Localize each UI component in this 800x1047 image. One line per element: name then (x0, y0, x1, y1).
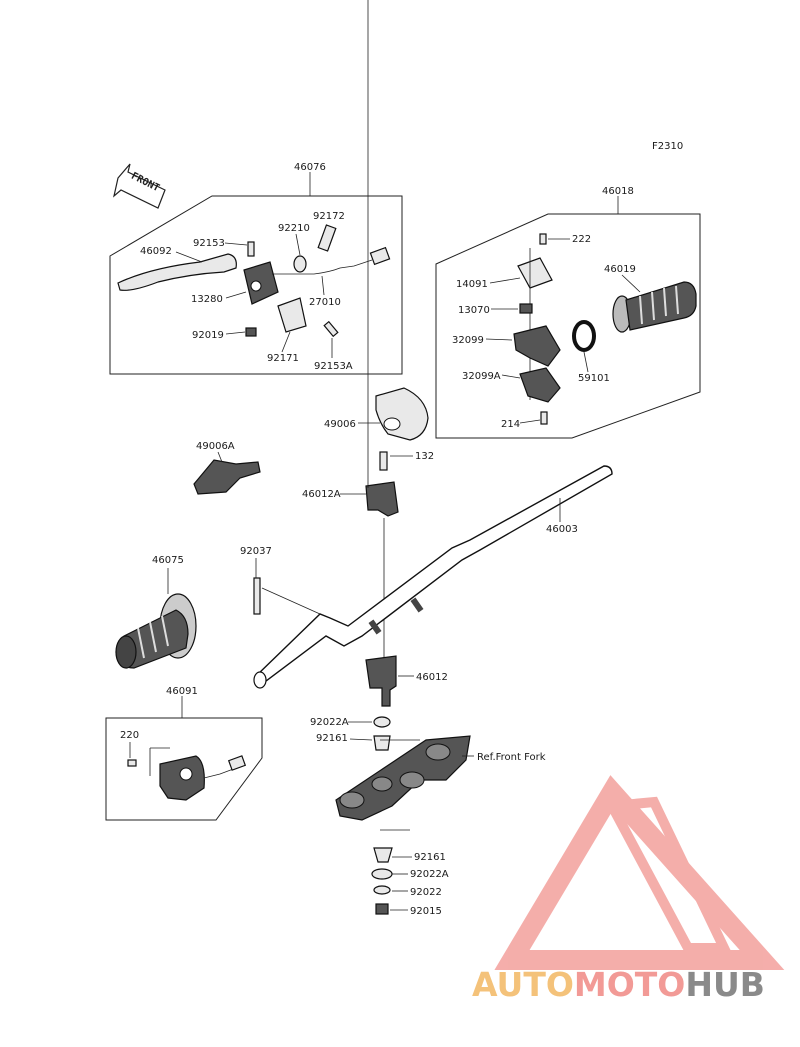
adjuster-92172 (317, 224, 337, 252)
wire-27010 (272, 259, 373, 275)
screw-222 (539, 233, 547, 245)
label-92172: 92172 (313, 211, 345, 222)
label-46075: 46075 (152, 555, 184, 566)
watermark-moto: MOTO (574, 965, 685, 1004)
bolt-92153 (247, 241, 255, 257)
label-46019: 46019 (604, 264, 636, 275)
label-27010: 27010 (309, 297, 341, 308)
throttle-assembly: 46018 222 14091 13070 32099 32099A 214 (435, 186, 701, 439)
washer-92022A-bottom (371, 868, 393, 880)
housing-32099A (519, 367, 561, 403)
left-grip-46075 (115, 593, 197, 669)
housing-32099 (513, 325, 561, 367)
label-14091: 14091 (456, 279, 488, 290)
label-92022A-top: 92022A (310, 717, 349, 728)
handlebar-46003 (253, 465, 613, 689)
clamp-92171 (277, 297, 307, 333)
triple-clamp (335, 735, 471, 831)
label-46091: 46091 (166, 686, 198, 697)
label-92161-bottom: 92161 (414, 852, 446, 863)
washer-92022A-top (373, 716, 391, 728)
label-92171: 92171 (267, 353, 299, 364)
switch-assembly-46091: 46091 220 (105, 686, 263, 821)
label-ref-front-fork: Ref.Front Fork (477, 752, 546, 763)
clamp-59101 (572, 320, 596, 352)
label-46012: 46012 (416, 672, 448, 683)
label-92019: 92019 (192, 330, 224, 341)
label-92210: 92210 (278, 223, 310, 234)
lower-clamp-46012 (365, 655, 397, 707)
label-92153A: 92153A (314, 361, 353, 372)
guard-49006A (193, 459, 261, 495)
cover-14091 (517, 257, 553, 289)
label-59101: 59101 (578, 373, 610, 384)
label-13280: 13280 (191, 294, 223, 305)
label-92015: 92015 (410, 906, 442, 917)
damper-92161-bottom (373, 847, 393, 863)
nut-92019 (245, 327, 257, 337)
washer-92210 (293, 255, 307, 273)
screw-220 (127, 759, 137, 767)
label-49006A: 49006A (196, 441, 235, 452)
lever-holder-13280 (243, 261, 279, 305)
watermark-hub: HUB (685, 965, 765, 1004)
front-arrow-icon: FRONT (113, 163, 166, 209)
watermark-auto: AUTO (472, 965, 574, 1004)
watermark-logo-icon (494, 775, 785, 970)
clip-92037 (253, 577, 261, 615)
bolt-132 (379, 451, 388, 471)
label-46018: 46018 (602, 186, 634, 197)
throttle-grip-46019 (612, 281, 697, 333)
clutch-lever (117, 253, 237, 291)
label-46003: 46003 (546, 524, 578, 535)
label-92022A-bottom: 92022A (410, 869, 449, 880)
guard-49006 (375, 387, 429, 441)
label-32099A: 32099A (462, 371, 501, 382)
label-46092: 46092 (140, 246, 172, 257)
label-49006: 49006 (324, 419, 356, 430)
label-32099: 32099 (452, 335, 484, 346)
label-46012A: 46012A (302, 489, 341, 500)
nut-13070 (519, 303, 533, 314)
nut-92015 (375, 903, 389, 915)
clutch-lever-assembly: 46076 46092 92153 92210 92172 13280 2701… (109, 162, 403, 375)
bolt-92153A (323, 320, 339, 338)
damper-92161-top (373, 735, 391, 751)
label-46076: 46076 (294, 162, 326, 173)
label-220: 220 (120, 730, 139, 741)
label-92022: 92022 (410, 887, 442, 898)
watermark-text: AUTOMOTOHUB (472, 965, 765, 1004)
label-222: 222 (572, 234, 591, 245)
figure-code: F2310 (652, 141, 683, 152)
label-92037: 92037 (240, 546, 272, 557)
label-214: 214 (501, 419, 520, 430)
screw-214 (540, 411, 548, 425)
label-13070: 13070 (458, 305, 490, 316)
label-92161-top: 92161 (316, 733, 348, 744)
washer-92022 (373, 885, 391, 895)
label-92153: 92153 (193, 238, 225, 249)
label-132: 132 (415, 451, 434, 462)
upper-clamp-46012A (365, 481, 399, 517)
